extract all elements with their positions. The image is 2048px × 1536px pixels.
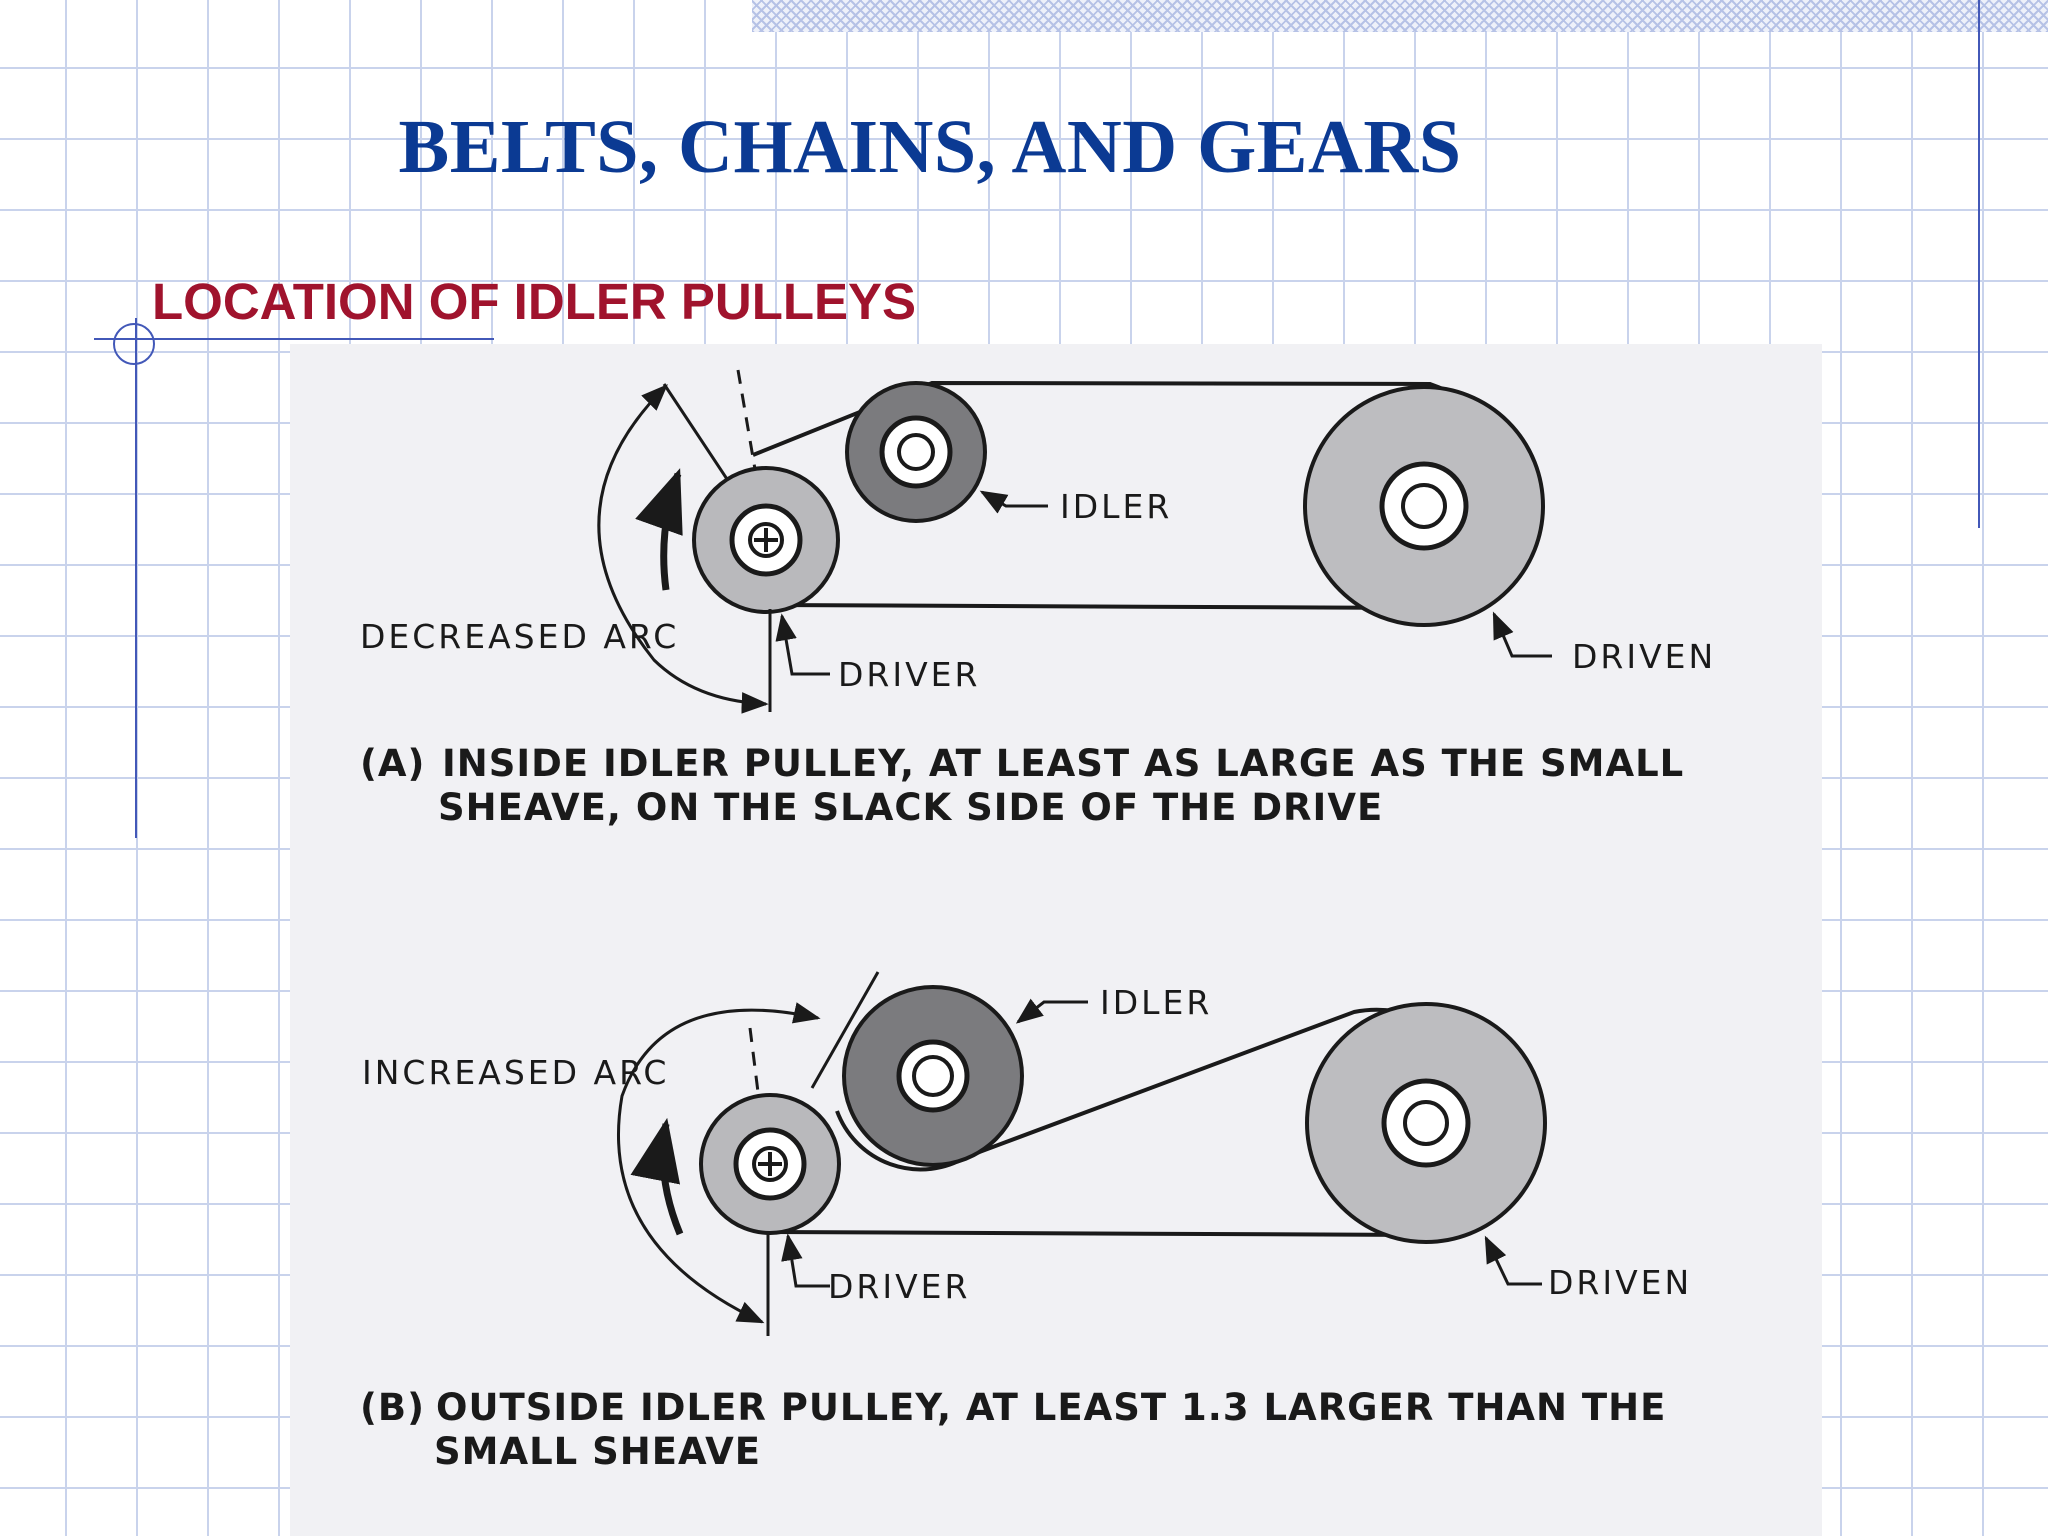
caption-a-letter: (A) <box>360 742 425 785</box>
decorative-vertical-line <box>1978 0 1980 528</box>
slide-subtitle: LOCATION OF IDLER PULLEYS <box>152 273 917 330</box>
reference-line-dashed <box>748 1027 760 1093</box>
rotation-arrow-b <box>630 1117 684 1236</box>
caption-a-line2: SHEAVE, ON THE SLACK SIDE OF THE DRIVE <box>438 786 1383 829</box>
driven-leader-b <box>1484 1235 1542 1286</box>
idler-pulley-figure: IDLER DECREASED ARC DRIVER DRIVEN (A) IN… <box>290 344 1822 1536</box>
diagram-b: IDLER INCREASED ARC DRIVER DRIVEN (B) OU… <box>360 971 1692 1473</box>
tangent-line <box>810 971 880 1089</box>
driven-leader-a <box>1492 611 1552 658</box>
slide-title: BELTS, CHAINS, AND GEARS <box>398 105 1462 189</box>
idler-label-a: IDLER <box>1060 487 1172 526</box>
rotation-arrow-a <box>635 468 683 591</box>
arc-label-b: INCREASED ARC <box>362 1053 669 1092</box>
driven-label-a: DRIVEN <box>1572 637 1716 676</box>
driver-pulley-b <box>699 1093 841 1235</box>
driver-label-a: DRIVER <box>838 655 980 694</box>
caption-b-line1: OUTSIDE IDLER PULLEY, AT LEAST 1.3 LARGE… <box>436 1386 1666 1429</box>
idler-pulley-b <box>842 985 1024 1167</box>
caption-a-line1: INSIDE IDLER PULLEY, AT LEAST AS LARGE A… <box>442 742 1684 785</box>
arc-dimension-b <box>617 1002 821 1324</box>
driver-leader-a <box>775 613 830 676</box>
idler-leader-b <box>1015 998 1088 1024</box>
caption-b-line2: SMALL SHEAVE <box>434 1430 761 1473</box>
driver-label-b: DRIVER <box>828 1267 970 1306</box>
arc-label-a: DECREASED ARC <box>360 617 679 656</box>
caption-b-letter: (B) <box>360 1386 425 1429</box>
diagram-a: IDLER DECREASED ARC DRIVER DRIVEN (A) IN… <box>360 369 1716 829</box>
driver-pulley-a <box>692 466 840 614</box>
header-hatch-band <box>752 0 2048 32</box>
arc-dimension-a <box>597 384 769 714</box>
idler-label-b: IDLER <box>1100 983 1212 1022</box>
decorative-vertical-line <box>135 318 137 838</box>
subtitle-underline <box>94 338 494 340</box>
belt-drive-diagrams: IDLER DECREASED ARC DRIVER DRIVEN (A) IN… <box>360 369 1716 1473</box>
idler-leader-a <box>979 490 1048 514</box>
driven-pulley-b <box>1305 1002 1547 1244</box>
driven-label-b: DRIVEN <box>1548 1263 1692 1302</box>
idler-pulley-a <box>845 381 987 523</box>
driven-pulley-a <box>1303 385 1545 627</box>
decorative-circle <box>113 323 155 365</box>
driver-leader-b <box>781 1233 830 1288</box>
